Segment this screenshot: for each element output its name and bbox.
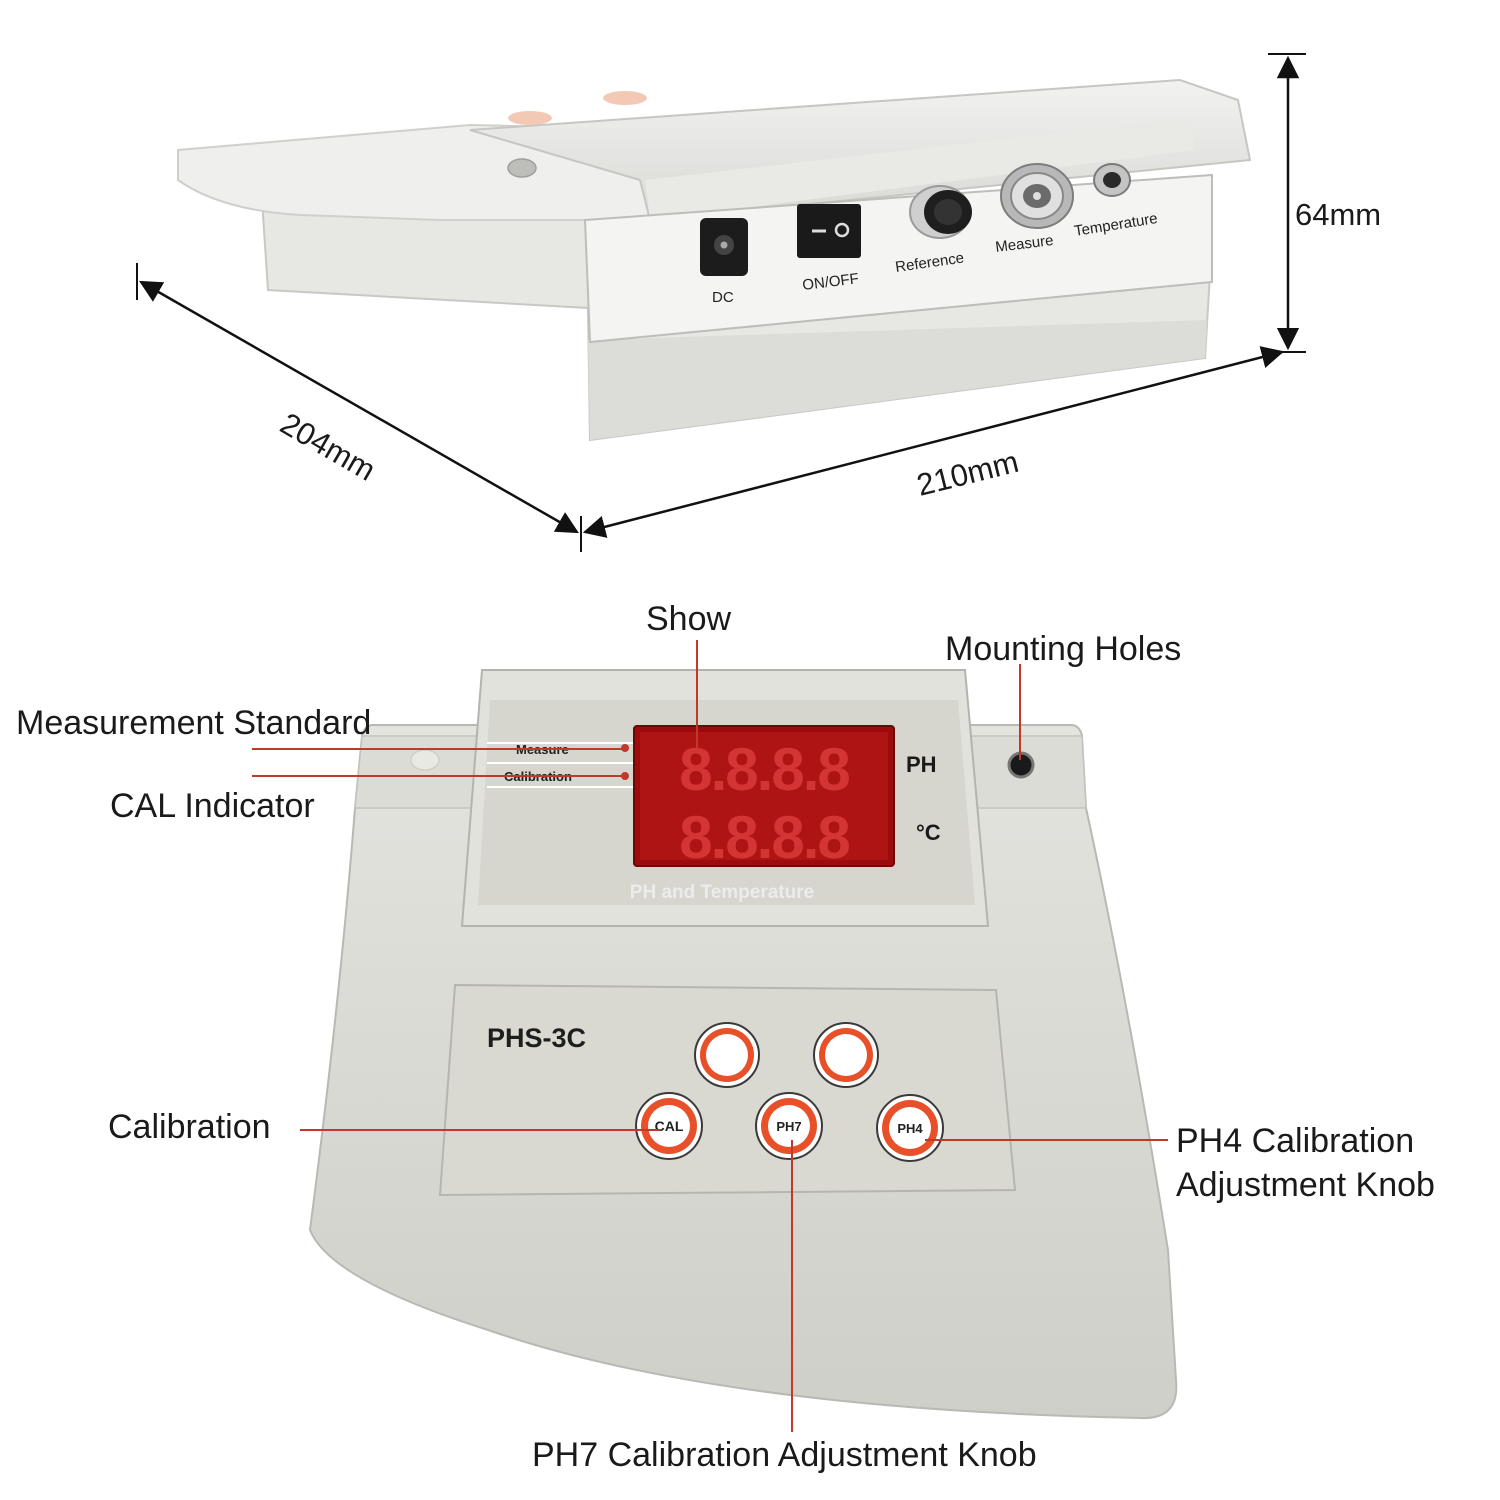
measure-indicator-led bbox=[621, 744, 629, 752]
depth-arrow bbox=[139, 280, 579, 534]
measure-bnc-connector bbox=[1000, 163, 1074, 229]
display-row-temp: 8.8.8.8 bbox=[679, 804, 849, 871]
dc-label: DC bbox=[712, 289, 734, 306]
calibration-callout: Calibration bbox=[108, 1108, 271, 1146]
leader-lines bbox=[252, 640, 1168, 1432]
knob-top-left[interactable] bbox=[694, 1022, 760, 1088]
ph4-knob-label: PH4 bbox=[897, 1121, 923, 1136]
ph7-knob[interactable]: PH7 bbox=[755, 1092, 823, 1160]
temperature-jack bbox=[1093, 163, 1131, 197]
control-panel bbox=[438, 983, 1017, 1197]
mounting-holes-callout: Mounting Holes bbox=[945, 630, 1181, 668]
reference-connector bbox=[909, 185, 972, 239]
ph7-knob-label: PH7 bbox=[776, 1119, 801, 1134]
height-dimension: 64mm bbox=[1295, 197, 1381, 232]
display-row-ph: 8.8.8.8 bbox=[679, 736, 849, 803]
ph4-callout-line1: PH4 Calibration bbox=[1176, 1122, 1414, 1160]
cal-indicator-callout: CAL Indicator bbox=[110, 787, 315, 825]
display-caption: PH and Temperature bbox=[630, 882, 814, 903]
unit-ph: PH bbox=[906, 752, 937, 777]
model-label: PHS-3C bbox=[487, 1023, 586, 1053]
dc-jack bbox=[700, 218, 748, 276]
dimension-lines bbox=[136, 53, 1306, 552]
front-view: 8.8.8.8 8.8.8.8 PH °C Measure Calibratio… bbox=[308, 669, 1178, 1420]
cal-button-label: CAL bbox=[655, 1118, 684, 1134]
width-dimension: 210mm bbox=[913, 444, 1022, 503]
power-switch bbox=[797, 204, 861, 258]
measurement-standard-callout: Measurement Standard bbox=[16, 704, 371, 742]
rear-view: DC ON/OFF Reference Measure Temperature bbox=[177, 78, 1252, 442]
show-callout: Show bbox=[646, 600, 731, 638]
width-arrow bbox=[582, 346, 1285, 538]
ph4-callout-line2: Adjustment Knob bbox=[1176, 1166, 1435, 1204]
unit-temp: °C bbox=[916, 820, 941, 845]
switch-label: ON/OFF bbox=[801, 270, 859, 294]
depth-dimension: 204mm bbox=[275, 406, 382, 488]
knob-top-right[interactable] bbox=[813, 1022, 879, 1088]
ph4-knob[interactable]: PH4 bbox=[876, 1094, 944, 1162]
ph7-callout: PH7 Calibration Adjustment Knob bbox=[532, 1436, 1037, 1474]
measure-label: Measure bbox=[994, 232, 1054, 256]
calibration-indicator-led bbox=[621, 772, 629, 780]
cal-button[interactable]: CAL bbox=[635, 1092, 703, 1160]
